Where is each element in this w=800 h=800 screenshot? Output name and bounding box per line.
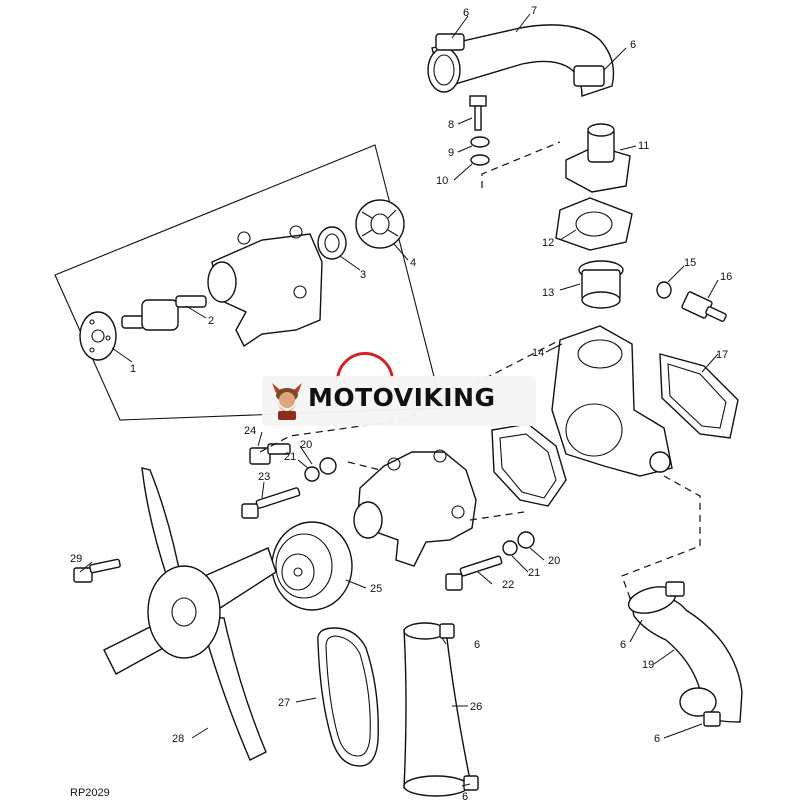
thermostat-housing-part-14 (551, 325, 673, 477)
flat-washer-part-10 (470, 154, 490, 166)
callout-2: 2 (208, 315, 214, 327)
callout-13: 13 (542, 287, 554, 299)
callout-10: 10 (436, 175, 448, 187)
thermostat-part-13 (578, 260, 624, 309)
thermostat-cover-part-11 (565, 123, 631, 193)
washer-part-15 (656, 281, 672, 299)
callout-6: 6 (474, 639, 480, 651)
gasket-part-17 (659, 353, 739, 439)
callout-29: 29 (70, 553, 82, 565)
callout-6: 6 (462, 791, 468, 800)
callout-21: 21 (528, 567, 540, 579)
bolt-part-23 (241, 487, 301, 519)
callout-9: 9 (448, 147, 454, 159)
impeller-part-4 (355, 199, 405, 249)
watermark-brand-text: MOTOVIKING (308, 383, 496, 412)
fan-part-28 (103, 467, 277, 761)
temperature-sender-part-16 (681, 291, 727, 322)
flat-washer-part-20-lower (517, 531, 535, 549)
callout-leader-lines (79, 13, 719, 787)
callout-22: 22 (502, 579, 514, 591)
callout-6: 6 (654, 733, 660, 745)
callout-15: 15 (684, 257, 696, 269)
callout-20: 20 (300, 439, 312, 451)
pump-flange-part-1 (79, 311, 117, 361)
callout-3: 3 (360, 269, 366, 281)
callout-24: 24 (244, 425, 256, 437)
seal-part-3 (317, 226, 347, 260)
assembly-path-lower-bolts (469, 511, 525, 521)
upper-hose-part-7 (427, 24, 615, 97)
callout-6: 6 (620, 639, 626, 651)
callout-25: 25 (370, 583, 382, 595)
callout-27: 27 (278, 697, 290, 709)
pump-gasket (491, 423, 567, 507)
gasket-part-12 (555, 197, 633, 251)
assembly-path-bolt-to-cover (481, 141, 561, 188)
assembly-path-thermostat-to-housing (621, 475, 701, 599)
viking-mascot-logo-icon (272, 383, 302, 420)
lock-washer-part-21-lower (502, 540, 518, 556)
lock-washer-part-21-upper (304, 466, 320, 482)
callout-26: 26 (470, 701, 482, 713)
callout-6: 6 (463, 7, 469, 19)
callout-21: 21 (284, 451, 296, 463)
callout-7: 7 (531, 5, 537, 17)
pulley-part-25 (271, 521, 353, 611)
bolt-part-24 (249, 443, 291, 465)
flat-washer-part-20-upper (319, 457, 337, 475)
callout-14: 14 (532, 347, 544, 359)
pump-housing-exploded (207, 225, 323, 348)
belt-part-27 (317, 627, 379, 767)
assembly-path-pump-to-block (259, 339, 561, 453)
watermark-banner (262, 376, 536, 426)
callout-28: 28 (172, 733, 184, 745)
callout-23: 23 (258, 471, 270, 483)
bolt-part-29 (73, 558, 121, 583)
assembly-path-upper-bolts (347, 461, 381, 471)
bypass-hose-part-19 (627, 581, 743, 727)
callout-4: 4 (410, 257, 416, 269)
bolt-part-8 (469, 95, 487, 131)
callout-20: 20 (548, 555, 560, 567)
callout-8: 8 (448, 119, 454, 131)
callout-16: 16 (720, 271, 732, 283)
callout-6: 6 (630, 39, 636, 51)
lock-washer-part-9 (470, 136, 490, 148)
lower-hose-part-26 (403, 622, 479, 797)
shaft-bearing-part-2 (121, 295, 207, 331)
callout-17: 17 (716, 349, 728, 361)
water-pump-assembly (353, 449, 477, 567)
bolt-part-22 (445, 555, 503, 591)
figure-code: RP2029 (70, 787, 110, 799)
callout-19: 19 (642, 659, 654, 671)
callout-12: 12 (542, 237, 554, 249)
callout-labels: 6 7 6 8 9 10 11 12 13 15 16 14 17 1 2 3 … (70, 5, 732, 800)
callout-11: 11 (638, 140, 649, 152)
callout-1: 1 (130, 363, 136, 375)
